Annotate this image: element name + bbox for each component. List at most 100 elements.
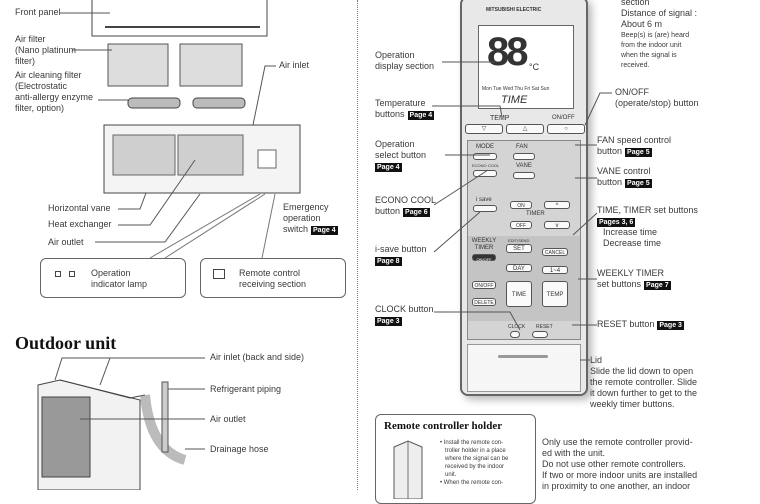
onoff-label: ON/OFF: [552, 115, 575, 121]
cancel-button[interactable]: CANCEL: [542, 248, 568, 256]
text: FAN speed control: [597, 135, 672, 145]
lid[interactable]: [467, 344, 581, 392]
text: when the signal is: [621, 52, 677, 59]
timer-label: TIMER: [526, 211, 545, 217]
text: • When the remote con-: [440, 480, 504, 486]
label-heat-exchanger: Heat exchanger: [48, 219, 112, 229]
range-button[interactable]: 1~4: [542, 266, 568, 274]
page-ref: Page 5: [625, 148, 652, 157]
text: Remote control: [239, 268, 301, 278]
page-ref: Page 4: [311, 226, 338, 235]
reset-button[interactable]: [532, 331, 548, 338]
text: receiving section: [239, 279, 307, 289]
text: (Electrostatic: [15, 81, 68, 91]
outdoor-unit-title: Outdoor unit: [15, 333, 117, 353]
page-ref: Page 3: [657, 321, 684, 330]
text: filter, option): [15, 103, 65, 113]
text: i-save button: [375, 244, 427, 254]
weekly-panel: WEEKLY TIMER ON/OFF EDIT/SEND SET CANCEL…: [468, 236, 580, 321]
text: • Install the remote con-: [440, 440, 504, 446]
text: If two or more indoor units are installe…: [542, 470, 698, 480]
text: Operation: [375, 139, 415, 149]
page-ref: Page 3: [375, 317, 402, 326]
text: the remote controller. Slide: [590, 377, 698, 387]
isave-label: i save: [476, 197, 492, 203]
text: buttons: [375, 109, 405, 119]
text: it down further to get to the: [590, 388, 698, 398]
weekly-onoff-button[interactable]: ON/OFF: [472, 254, 496, 262]
label-horizontal-vane: Horizontal vane: [48, 203, 111, 213]
delete-button[interactable]: DELETE: [472, 298, 496, 306]
text: button: [375, 206, 401, 216]
lcd-days: Mon Tue Wed Thu Fri Sat Sun: [482, 86, 550, 92]
text: VANE control: [597, 166, 651, 176]
text: Slide the lid down to open: [590, 366, 694, 376]
timer-on-button[interactable]: ON: [510, 201, 532, 209]
set-button[interactable]: SET: [506, 244, 532, 253]
remote-usage-note: Only use the remote controller provid-ed…: [542, 437, 697, 492]
timer-up-button[interactable]: ^: [544, 201, 570, 209]
lcd-display: 88 °C Mon Tue Wed Thu Fri Sat Sun TIME: [478, 25, 574, 109]
temp-down-button[interactable]: ▽: [465, 124, 503, 134]
brand-logo: MITSUBISHI ELECTRIC: [486, 7, 542, 13]
text: in proximity to one another, an indoor: [542, 481, 691, 491]
text: ON/OFF: [615, 87, 649, 97]
text: WEEKLY TIMER: [597, 268, 665, 278]
temp-weekly-button[interactable]: TEMP: [542, 281, 568, 307]
day-button[interactable]: DAY: [506, 264, 532, 272]
edit-send-label: EDIT/SEND: [508, 238, 530, 243]
text: received by the indoor: [445, 464, 505, 470]
weekly-timer-label: WEEKLY TIMER: [471, 238, 497, 251]
text: Do not use other remote controllers.: [542, 459, 686, 469]
text: Distance of signal :: [621, 8, 698, 18]
text: from the indoor unit: [621, 42, 682, 49]
text: Air filter: [15, 34, 46, 44]
text: where the signal can be: [445, 456, 509, 462]
label-beep: Beep(s) is (are) heard from the indoor un…: [621, 31, 689, 71]
timer-down-button[interactable]: v: [544, 221, 570, 229]
text: Beep(s) is (are) heard: [621, 32, 690, 39]
econo-cool-button[interactable]: [473, 170, 497, 177]
time-button[interactable]: TIME: [506, 281, 532, 307]
label-onoff: ON/OFF(operate/stop) button: [615, 87, 699, 109]
temp-up-button[interactable]: △: [506, 124, 544, 134]
clock-button[interactable]: [510, 331, 520, 338]
vane-button[interactable]: [513, 172, 535, 179]
page-ref: Page 4: [375, 163, 402, 172]
label-outdoor-air-outlet: Air outlet: [210, 414, 246, 424]
mode-button[interactable]: [473, 153, 497, 160]
lcd-unit: °C: [529, 62, 540, 72]
fan-button[interactable]: [513, 153, 535, 160]
page-ref: Page 7: [644, 281, 671, 290]
text: operation: [283, 213, 321, 223]
indoor-unit-illustration: [60, 0, 301, 259]
page-ref: Page 4: [407, 111, 435, 120]
timer-off-button[interactable]: OFF: [510, 221, 532, 229]
text: Operation: [375, 50, 415, 60]
clock-label: CLOCK: [508, 324, 526, 330]
page-ref: Pages 3, 6: [597, 218, 636, 227]
onoff2-button[interactable]: ON/OFF: [472, 281, 496, 289]
lcd-temperature: 88: [487, 30, 528, 74]
temp-label: TEMP: [490, 115, 510, 122]
text: CLOCK button: [375, 304, 434, 314]
lower-panel: MODE ECONO COOL FAN VANE i save ON ^ TIM…: [467, 140, 581, 340]
text: Emergency: [283, 202, 329, 212]
isave-button[interactable]: [473, 205, 497, 212]
text: TIME, TIMER set buttons: [597, 205, 698, 215]
onoff-button[interactable]: ○: [547, 124, 585, 134]
label-air-inlet: Air inlet: [279, 60, 310, 70]
